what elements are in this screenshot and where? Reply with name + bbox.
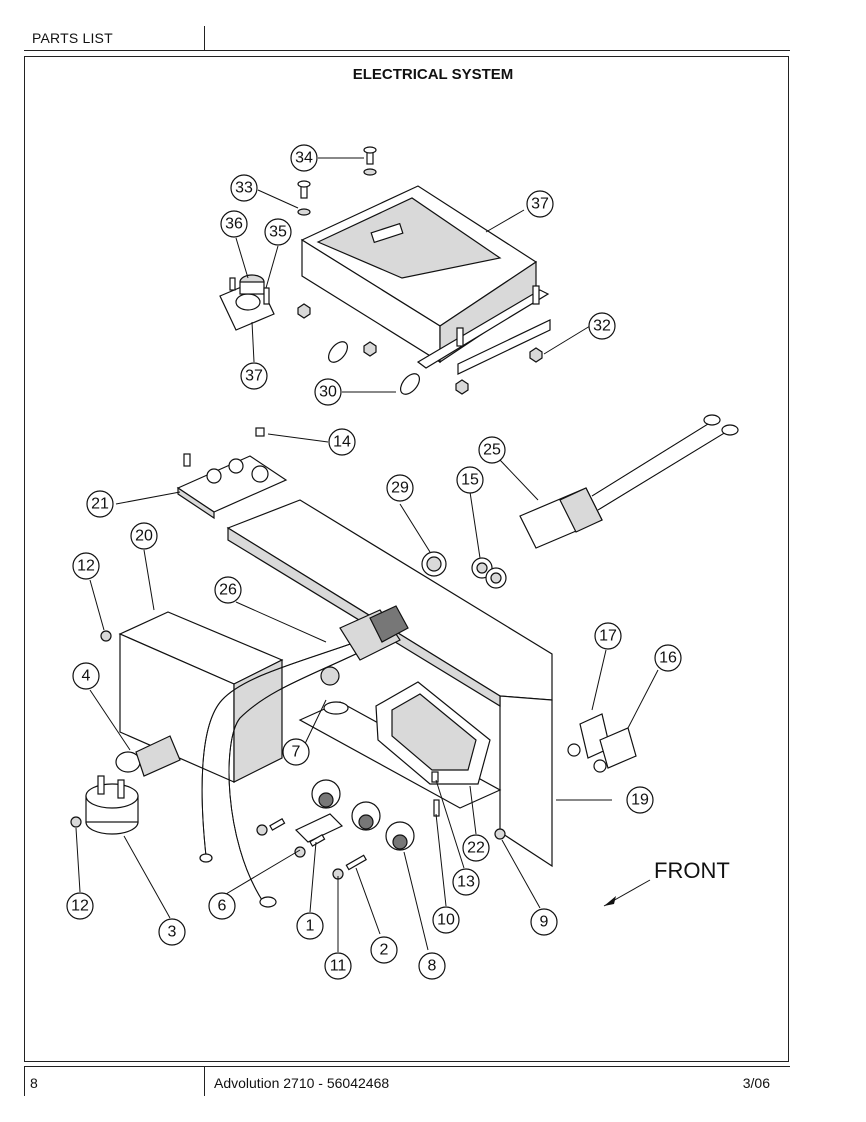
svg-text:36: 36 <box>225 216 243 233</box>
callout-25: 25 <box>478 436 506 464</box>
callout-26: 26 <box>214 576 242 604</box>
svg-text:2: 2 <box>380 942 389 959</box>
svg-text:22: 22 <box>467 840 485 857</box>
callout-16: 16 <box>654 644 682 672</box>
svg-text:34: 34 <box>295 150 313 167</box>
callout-21: 21 <box>86 490 114 518</box>
callout-17: 17 <box>594 622 622 650</box>
callout-2: 2 <box>370 936 398 964</box>
callout-9: 9 <box>530 908 558 936</box>
solenoid <box>85 775 139 835</box>
header-label: PARTS LIST <box>32 30 113 46</box>
svg-text:25: 25 <box>483 442 501 459</box>
svg-text:15: 15 <box>461 472 479 489</box>
callout-34: 35 <box>264 218 292 246</box>
svg-text:8: 8 <box>428 958 437 975</box>
footer-divider-left <box>24 1066 25 1096</box>
svg-text:20: 20 <box>135 528 153 545</box>
callout-11: 11 <box>324 952 352 980</box>
leader-lines <box>75 157 659 952</box>
header-divider <box>204 26 205 50</box>
callout-4: 4 <box>72 662 100 690</box>
svg-text:30: 30 <box>319 384 337 401</box>
callout-3: 3 <box>158 918 186 946</box>
svg-text:33: 33 <box>235 180 253 197</box>
model-label: Advolution 2710 - 56042468 <box>214 1075 390 1091</box>
svg-text:9: 9 <box>540 914 549 931</box>
callout-6: 6 <box>208 892 236 920</box>
callout-31: 33 <box>230 174 258 202</box>
circuit-breakers <box>567 713 637 773</box>
motor-controller <box>118 611 284 783</box>
charger-port-plate <box>219 274 275 331</box>
svg-text:11: 11 <box>330 958 347 975</box>
callout-10: 10 <box>432 906 460 934</box>
small-hardware <box>70 630 506 880</box>
callout-12-top: 12 <box>72 552 100 580</box>
page-number: 8 <box>30 1075 38 1091</box>
svg-text:37: 37 <box>531 196 549 213</box>
svg-text:19: 19 <box>631 792 649 809</box>
svg-text:1: 1 <box>306 918 315 935</box>
callout-29: 29 <box>386 474 414 502</box>
zip-ties <box>328 341 420 395</box>
callout-35: 37 <box>526 190 554 218</box>
svg-text:16: 16 <box>659 650 677 667</box>
callout-32: 34 <box>290 144 318 172</box>
callout-30: 30 <box>314 378 342 406</box>
svg-text:3: 3 <box>168 924 177 941</box>
svg-text:32: 32 <box>593 318 611 335</box>
battery-cable-assembly <box>519 414 739 549</box>
callout-22: 22 <box>462 834 490 862</box>
callout-14: 14 <box>328 428 356 456</box>
callout-37: 37 <box>240 362 268 390</box>
circuit-breaker-housing <box>375 681 491 785</box>
callout-13: 13 <box>452 868 480 896</box>
header-rule <box>24 50 790 51</box>
footer-divider <box>204 1066 205 1096</box>
grommets <box>421 551 507 589</box>
svg-text:4: 4 <box>82 668 91 685</box>
svg-text:10: 10 <box>437 912 455 929</box>
diagram-frame <box>24 56 789 1062</box>
revision-date: 3/06 <box>742 1075 770 1091</box>
horn <box>115 735 181 777</box>
footer-rule <box>24 1066 790 1067</box>
svg-text:14: 14 <box>333 434 351 451</box>
front-direction-label: FRONT <box>654 858 730 883</box>
svg-text:29: 29 <box>391 480 409 497</box>
fuse-holders <box>311 779 415 851</box>
svg-text:6: 6 <box>218 898 227 915</box>
svg-text:21: 21 <box>91 496 109 513</box>
key-switch-panel <box>176 427 288 520</box>
svg-text:26: 26 <box>219 582 237 599</box>
svg-text:35: 35 <box>269 224 287 241</box>
callout-1: 1 <box>296 912 324 940</box>
callout-7: 7 <box>282 738 310 766</box>
control-box-cover <box>300 185 551 375</box>
cover-fasteners <box>297 146 543 395</box>
svg-text:7: 7 <box>292 744 301 761</box>
callout-19: 19 <box>626 786 654 814</box>
svg-text:17: 17 <box>599 628 617 645</box>
callout-20: 20 <box>130 522 158 550</box>
callout-36: 36 <box>220 210 248 238</box>
callout-15: 15 <box>456 466 484 494</box>
page-title: ELECTRICAL SYSTEM <box>352 66 514 83</box>
cable-harness <box>199 605 409 908</box>
callout-12-bottom: 12 <box>66 892 94 920</box>
callout-8: 8 <box>418 952 446 980</box>
svg-text:12: 12 <box>77 558 95 575</box>
svg-text:37: 37 <box>245 368 263 385</box>
svg-text:12: 12 <box>71 898 89 915</box>
callout-33: 32 <box>588 312 616 340</box>
svg-text:13: 13 <box>457 874 475 891</box>
